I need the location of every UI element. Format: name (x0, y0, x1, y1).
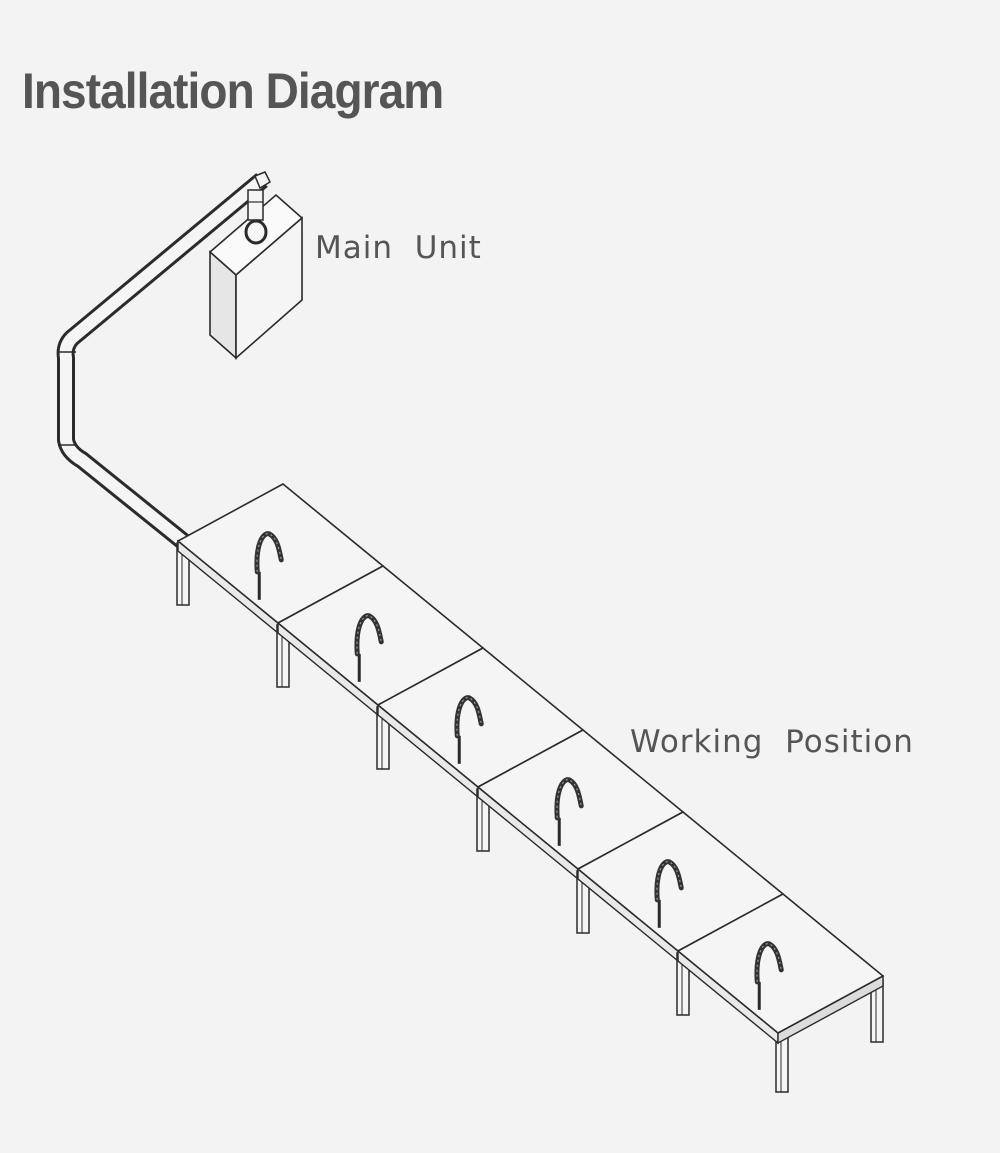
arm-hose-ribs (456, 697, 482, 736)
unit-riser (247, 189, 264, 221)
page-title: Installation Diagram (22, 63, 444, 119)
unit-front-face (235, 216, 303, 360)
workbench (576, 811, 785, 963)
workbench (276, 565, 485, 717)
working-position-label: Working Position (630, 724, 914, 760)
unit-inlet-ring (244, 219, 268, 245)
workbench (676, 893, 885, 1093)
workbench (376, 647, 585, 799)
arm-hose-ribs (256, 533, 282, 572)
arm-hose-ribs (356, 615, 382, 654)
main-unit (208, 189, 304, 360)
main-unit-label: Main Unit (315, 230, 482, 266)
duct-end-cap (254, 171, 271, 190)
workbench-row (176, 483, 885, 1093)
arm-hose-ribs (756, 943, 782, 982)
arm-hose-ribs (556, 779, 582, 818)
arm-hose-ribs (656, 861, 682, 900)
workbench (476, 729, 685, 881)
duct-body (59, 175, 794, 1035)
